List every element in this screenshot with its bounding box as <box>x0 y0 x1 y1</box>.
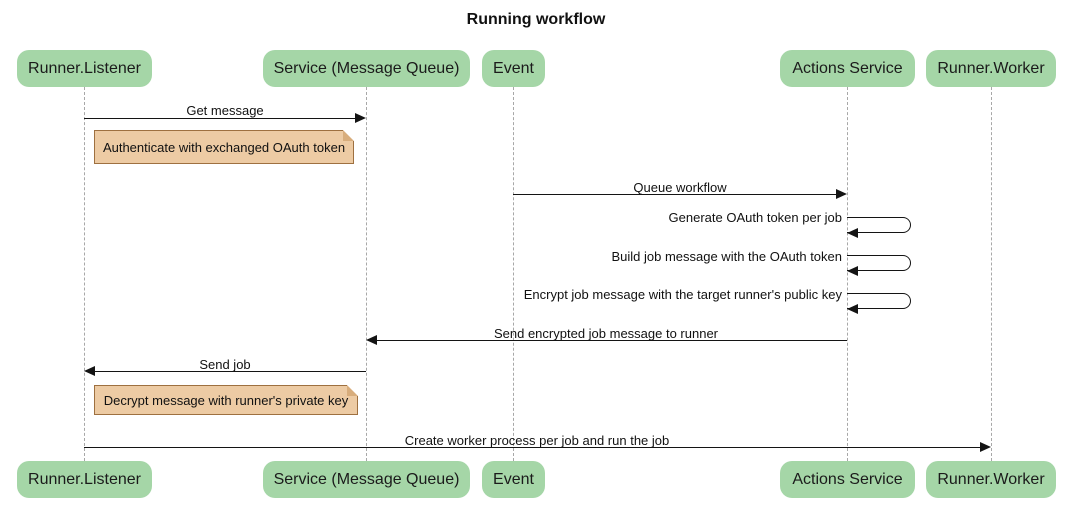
arrowhead-left-icon <box>847 266 858 276</box>
arrowhead-right-icon <box>836 189 847 199</box>
message-label-queue-workflow: Queue workflow <box>633 180 727 195</box>
lifeline-service-message-queue <box>366 87 367 461</box>
message-line <box>95 371 366 372</box>
message-label-create-worker: Create worker process per job and run th… <box>404 433 670 448</box>
message-label-get-message: Get message <box>186 103 264 118</box>
message-label-generate-oauth-token: Generate OAuth token per job <box>668 210 842 225</box>
note-fold-icon <box>347 385 358 396</box>
message-line <box>84 118 356 119</box>
participant-box-service-message-queue-bottom: Service (Message Queue) <box>263 461 470 498</box>
note-authenticate: Authenticate with exchanged OAuth token <box>94 130 354 164</box>
participant-box-event-bottom: Event <box>482 461 545 498</box>
message-line <box>513 194 836 195</box>
arrowhead-left-icon <box>366 335 377 345</box>
message-label-build-job-message: Build job message with the OAuth token <box>611 249 842 264</box>
note-text: Decrypt message with runner's private ke… <box>103 392 349 408</box>
arrowhead-left-icon <box>84 366 95 376</box>
self-loop <box>847 217 911 233</box>
note-fold-icon <box>343 130 354 141</box>
lifeline-runner-listener <box>84 87 85 461</box>
lifeline-runner-worker <box>991 87 992 461</box>
participant-box-service-message-queue-top: Service (Message Queue) <box>263 50 470 87</box>
note-decrypt: Decrypt message with runner's private ke… <box>94 385 358 415</box>
participant-box-runner-listener-top: Runner.Listener <box>17 50 152 87</box>
self-loop <box>847 293 911 309</box>
participant-box-runner-worker-bottom: Runner.Worker <box>926 461 1056 498</box>
lifeline-event <box>513 87 514 461</box>
message-line <box>377 340 847 341</box>
message-label-encrypt-job-message: Encrypt job message with the target runn… <box>523 287 842 302</box>
diagram-title: Running workflow <box>466 11 606 28</box>
note-text: Authenticate with exchanged OAuth token <box>102 139 346 155</box>
participant-box-runner-worker-top: Runner.Worker <box>926 50 1056 87</box>
participant-box-actions-service-bottom: Actions Service <box>780 461 915 498</box>
message-label-send-encrypted-job: Send encrypted job message to runner <box>493 326 719 341</box>
message-label-send-job: Send job <box>199 357 251 372</box>
participant-box-actions-service-top: Actions Service <box>780 50 915 87</box>
participant-box-event-top: Event <box>482 50 545 87</box>
self-loop <box>847 255 911 271</box>
participant-box-runner-listener-bottom: Runner.Listener <box>17 461 152 498</box>
arrowhead-right-icon <box>355 113 366 123</box>
arrowhead-left-icon <box>847 304 858 314</box>
message-line <box>84 447 980 448</box>
arrowhead-left-icon <box>847 228 858 238</box>
arrowhead-right-icon <box>980 442 991 452</box>
